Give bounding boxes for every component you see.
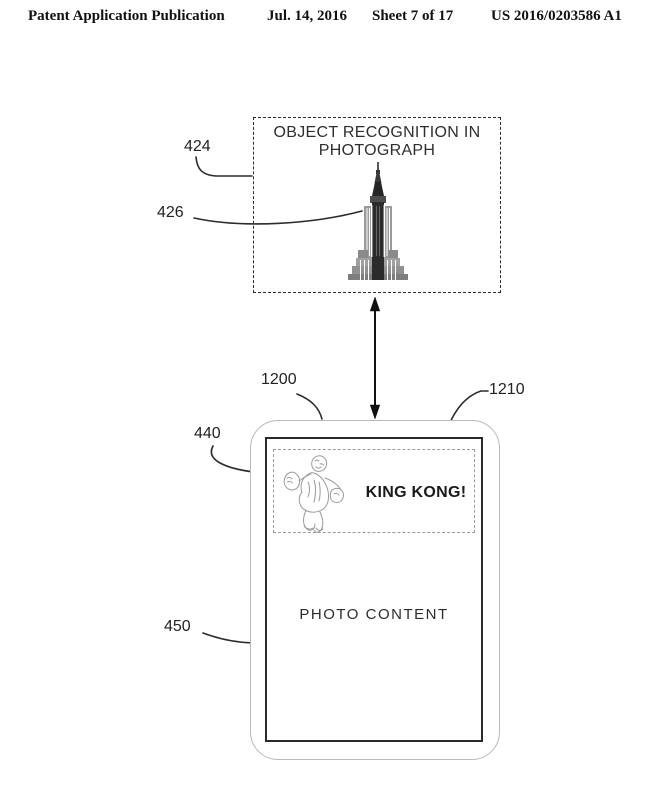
page-header: Patent Application Publication Jul. 14, … bbox=[0, 8, 660, 30]
king-kong-sketch-icon bbox=[283, 455, 344, 533]
object-recognition-title: OBJECT RECOGNITION IN PHOTOGRAPH bbox=[273, 124, 481, 159]
ref-label-1210: 1210 bbox=[489, 381, 525, 398]
device-screen bbox=[265, 437, 483, 742]
photo-content-text: PHOTO CONTENT bbox=[299, 606, 449, 623]
ref-label-1200: 1200 bbox=[261, 371, 297, 388]
ref-label-426: 426 bbox=[157, 204, 184, 221]
recognition-banner-text: KING KONG! bbox=[365, 484, 467, 501]
object-recognition-box: OBJECT RECOGNITION IN PHOTOGRAPH bbox=[253, 117, 501, 293]
leader-line-1200 bbox=[296, 393, 323, 420]
header-sheet-number: Sheet 7 of 17 bbox=[372, 8, 454, 24]
ref-label-424: 424 bbox=[184, 138, 211, 155]
header-publication-date: Jul. 14, 2016 bbox=[267, 8, 348, 24]
double-headed-arrow-icon bbox=[369, 296, 381, 420]
recognition-banner bbox=[273, 449, 475, 533]
leader-line-424 bbox=[195, 156, 253, 177]
header-patent-number: US 2016/0203586 A1 bbox=[491, 8, 622, 24]
ref-label-450: 450 bbox=[164, 618, 191, 635]
header-publication-title: Patent Application Publication bbox=[28, 8, 225, 24]
empire-state-building-icon bbox=[348, 162, 408, 280]
ref-label-440: 440 bbox=[194, 425, 221, 442]
